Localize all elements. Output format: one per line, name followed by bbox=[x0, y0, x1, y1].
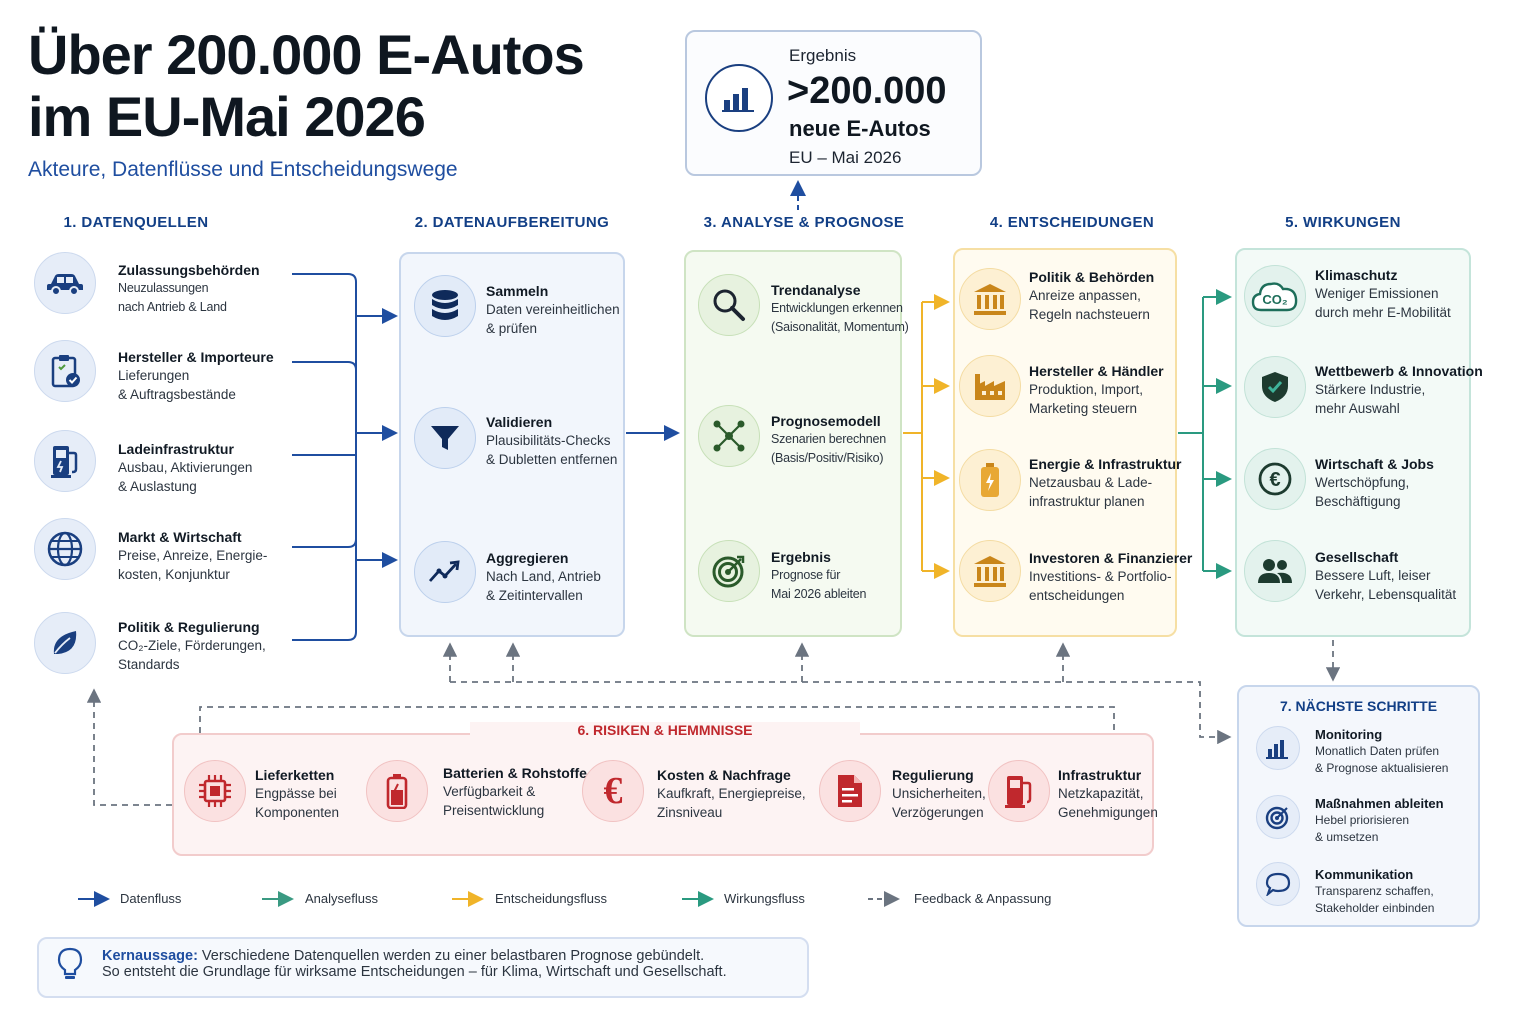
globe-icon bbox=[34, 518, 96, 580]
decision-item-manufacturers: Hersteller & Händler Produktion, Import,… bbox=[1029, 363, 1164, 416]
euro-icon: € bbox=[582, 760, 644, 822]
decision-item-energy: Energie & Infrastruktur Netzausbau & Lad… bbox=[1029, 456, 1182, 509]
chip-icon bbox=[184, 760, 246, 822]
decision-flow-bracket bbox=[903, 294, 950, 579]
next-step-monitoring: Monitoring Monatlich Daten prüfen & Prog… bbox=[1315, 727, 1449, 775]
risk-item-regulation: Regulierung Unsicherheiten, Verzögerunge… bbox=[892, 767, 986, 820]
co2-cloud-icon: CO₂ bbox=[1244, 265, 1306, 327]
people-icon bbox=[1244, 540, 1306, 602]
bar-chart-icon bbox=[1256, 726, 1300, 770]
column-header-decisions: 4. ENTSCHEIDUNGEN bbox=[989, 214, 1155, 231]
impact-flow-bracket bbox=[1178, 289, 1232, 579]
next-step-measures: Maßnahmen ableiten Hebel priorisieren & … bbox=[1315, 796, 1444, 844]
bank-icon bbox=[959, 540, 1021, 602]
charging-station-icon bbox=[34, 430, 96, 492]
lightbulb-icon bbox=[56, 947, 84, 986]
impact-item-economy: Wirtschaft & Jobs Wertschöpfung, Beschäf… bbox=[1315, 456, 1434, 509]
result-label: Ergebnis bbox=[789, 46, 857, 65]
battery-icon bbox=[366, 760, 428, 822]
title-line-1: Über 200.000 E-Autos bbox=[28, 23, 585, 86]
legend-feedback: Feedback & Anpassung bbox=[914, 891, 1052, 906]
risk-item-infrastructure: Infrastruktur Netzkapazität, Genehmigung… bbox=[1058, 767, 1158, 820]
result-value: >200.000 bbox=[787, 70, 947, 112]
risk-item-supply-chain: Lieferketten Engpässe bei Komponenten bbox=[255, 767, 340, 820]
key-message-panel bbox=[37, 937, 809, 998]
risks-title: 6. RISIKEN & HEMMNISSE bbox=[470, 722, 860, 738]
prep-item-validate: Validieren Plausibilitäts-Checks & Duble… bbox=[486, 414, 618, 467]
clipboard-check-icon bbox=[34, 340, 96, 402]
factory-icon bbox=[959, 355, 1021, 417]
risk-euro-badge: € bbox=[603, 770, 623, 812]
data-flow-bracket bbox=[292, 273, 398, 641]
key-message-label: Kernaussage: bbox=[102, 948, 198, 964]
source-item-market: Markt & Wirtschaft Preise, Anreize, Ener… bbox=[118, 529, 268, 582]
target-icon bbox=[698, 540, 760, 602]
legend-analysis-flow: Analysefluss bbox=[305, 891, 378, 906]
page-title: Über 200.000 E-Autos im EU-Mai 2026 bbox=[28, 24, 648, 148]
title-line-2: im EU-Mai 2026 bbox=[28, 85, 426, 148]
column-header-impacts: 5. WIRKUNGEN bbox=[1285, 214, 1401, 231]
decision-item-politics: Politik & Behörden Anreize anpassen, Reg… bbox=[1029, 269, 1155, 322]
key-message-line-2: So entsteht die Grundlage für wirksame E… bbox=[102, 964, 727, 980]
document-icon bbox=[819, 760, 881, 822]
euro-icon: € bbox=[1244, 448, 1306, 510]
filter-icon bbox=[414, 407, 476, 469]
source-item-policy: Politik & Regulierung CO₂-Ziele, Förderu… bbox=[118, 619, 266, 672]
key-message-line-1: Verschiedene Datenquellen werden zu eine… bbox=[197, 948, 705, 964]
source-item-registration: Zulassungsbehörden Neuzulassungen nach A… bbox=[118, 262, 260, 314]
feedback-lines bbox=[86, 640, 1341, 806]
result-unit: neue E-Autos bbox=[789, 116, 931, 141]
source-item-manufacturers: Hersteller & Importeure Lieferungen & Au… bbox=[118, 349, 274, 402]
government-building-icon bbox=[959, 268, 1021, 330]
analysis-item-forecast-model: Prognosemodell Szenarien berechnen (Basi… bbox=[771, 413, 887, 465]
fuel-pump-icon bbox=[988, 760, 1050, 822]
euro-badge: € bbox=[1269, 469, 1280, 491]
next-steps-title: 7. NÄCHSTE SCHRITTE bbox=[1279, 698, 1438, 714]
legend-data-flow: Datenfluss bbox=[120, 891, 182, 906]
impact-item-competition: Wettbewerb & Innovation Stärkere Industr… bbox=[1315, 363, 1483, 416]
battery-icon bbox=[959, 449, 1021, 511]
legend-decision-flow: Entscheidungsfluss bbox=[495, 891, 608, 906]
page-subtitle: Akteure, Datenflüsse und Entscheidungswe… bbox=[28, 158, 458, 181]
speech-bubble-icon bbox=[1256, 862, 1300, 906]
column-header-analysis: 3. ANALYSE & PROGNOSE bbox=[703, 214, 905, 231]
risk-item-batteries: Batterien & Rohstoffe Verfügbarkeit & Pr… bbox=[443, 765, 587, 818]
decision-item-investors: Investoren & Finanzierer Investitions- &… bbox=[1029, 550, 1193, 603]
key-message: Kernaussage: Verschiedene Datenquellen w… bbox=[102, 948, 727, 980]
database-icon bbox=[414, 275, 476, 337]
leaf-icon bbox=[34, 612, 96, 674]
next-step-communication: Kommunikation Transparenz schaffen, Stak… bbox=[1315, 867, 1435, 915]
analysis-item-trend: Trendanalyse Entwicklungen erkennen (Sai… bbox=[771, 282, 909, 334]
source-item-charging: Ladeinfrastruktur Ausbau, Aktivierungen … bbox=[118, 441, 253, 494]
co2-badge: CO₂ bbox=[1262, 292, 1288, 307]
prep-item-aggregate: Aggregieren Nach Land, Antrieb & Zeitint… bbox=[486, 550, 601, 603]
car-icon bbox=[34, 252, 96, 314]
column-header-sources: 1. DATENQUELLEN bbox=[63, 214, 209, 231]
column-header-prep: 2. DATENAUFBEREITUNG bbox=[414, 214, 610, 231]
risk-item-costs: Kosten & Nachfrage Kaufkraft, Energiepre… bbox=[657, 767, 806, 820]
result-card: Ergebnis >200.000 neue E-Autos EU – Mai … bbox=[685, 30, 982, 176]
impact-item-climate: Klimaschutz Weniger Emissionen durch meh… bbox=[1315, 267, 1451, 320]
legend-impact-flow: Wirkungsfluss bbox=[724, 891, 805, 906]
magnifier-icon bbox=[698, 274, 760, 336]
target-icon bbox=[1256, 795, 1300, 839]
shield-check-icon bbox=[1244, 356, 1306, 418]
network-icon bbox=[698, 405, 760, 467]
analysis-item-result: Ergebnis Prognose für Mai 2026 ableiten bbox=[771, 549, 867, 601]
prep-item-collect: Sammeln Daten vereinheitlichen & prüfen bbox=[486, 283, 620, 336]
result-period: EU – Mai 2026 bbox=[789, 148, 902, 167]
bar-chart-icon bbox=[705, 64, 773, 132]
trend-line-icon bbox=[414, 541, 476, 603]
impact-item-society: Gesellschaft Bessere Luft, leiser Verkeh… bbox=[1315, 549, 1457, 602]
